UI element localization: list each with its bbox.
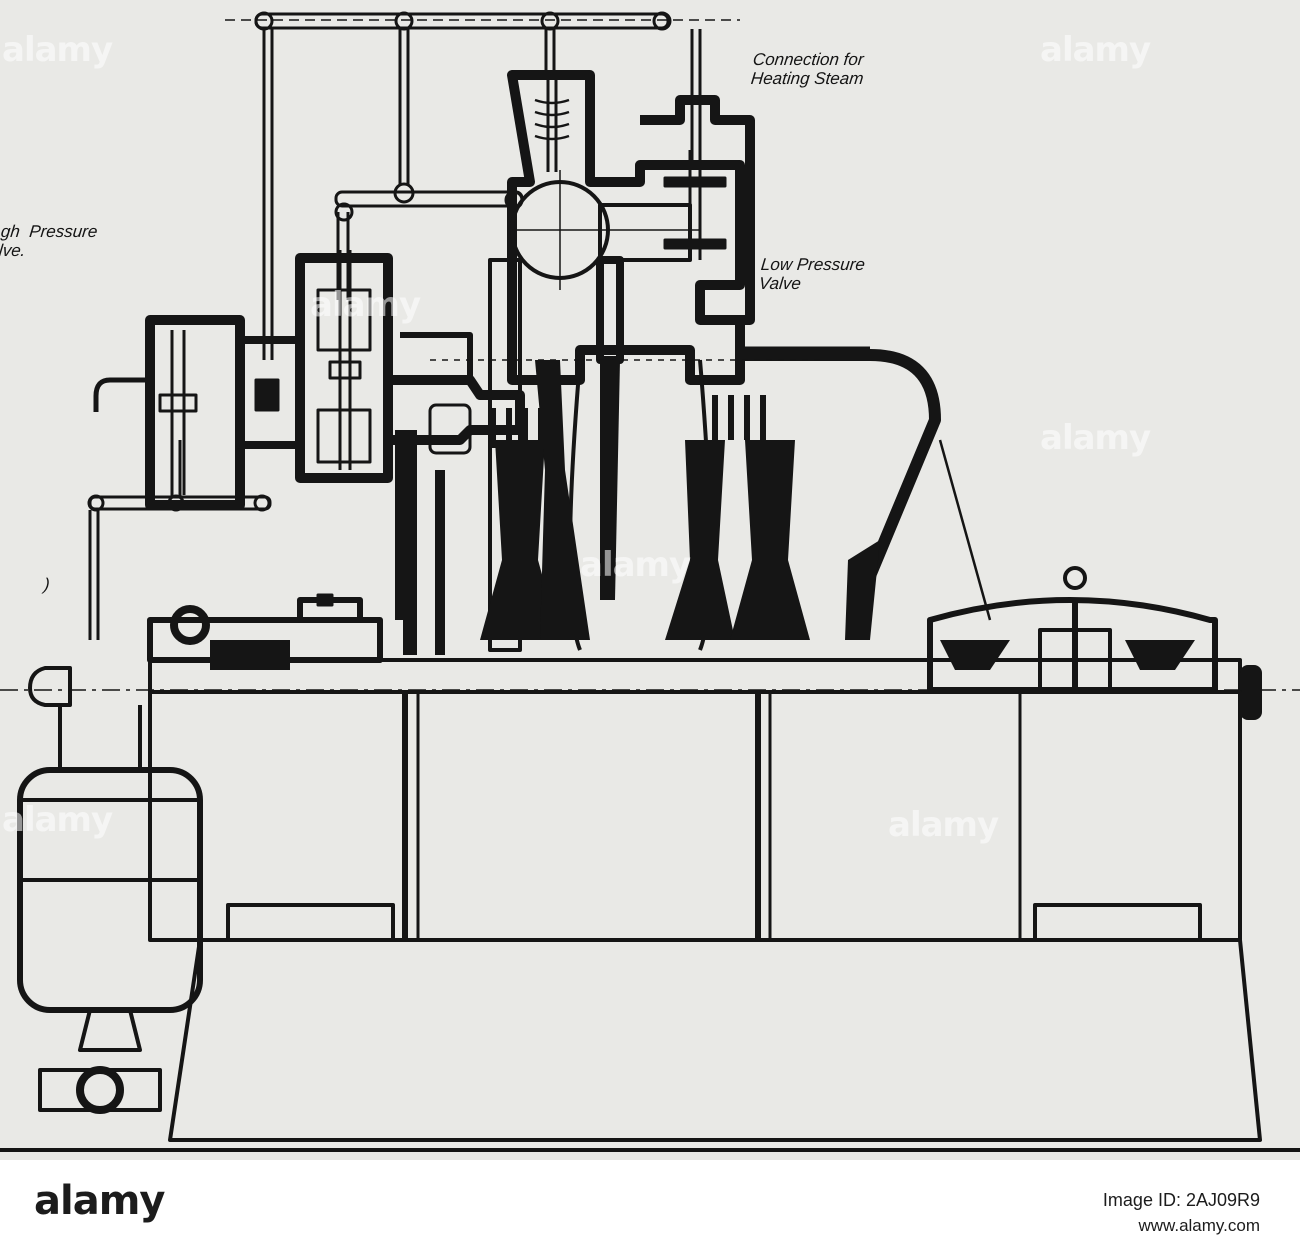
stock-footer: alamy Image ID: 2AJ09R9 www.alamy.com (0, 1160, 1300, 1244)
image-id: Image ID: 2AJ09R9 (1102, 1190, 1260, 1210)
low-pressure-valve-chest (596, 95, 755, 364)
turbine-wheels (480, 360, 880, 640)
relay-cylinder (93, 315, 304, 510)
turbine-section-drawing (0, 11, 1300, 1152)
high-pressure-valve-body (295, 250, 393, 483)
crossover-pipe (740, 346, 992, 621)
oil-pump (17, 705, 203, 1114)
callout-high-pressure-valve: gh Pressure lve. (0, 222, 99, 260)
callout-heating-steam-connection: Connection for Heating Steam (750, 50, 865, 88)
callout-low-pressure-valve: Low Pressure Valve (758, 255, 866, 293)
main-admission-housing (507, 70, 745, 385)
turbine-drawing: Connection for Heating Steam gh Pressure… (0, 0, 1300, 1160)
site-url[interactable]: www.alamy.com (1138, 1216, 1260, 1235)
alamy-logo: alamy (34, 1178, 165, 1224)
bedplate (0, 690, 1300, 1152)
